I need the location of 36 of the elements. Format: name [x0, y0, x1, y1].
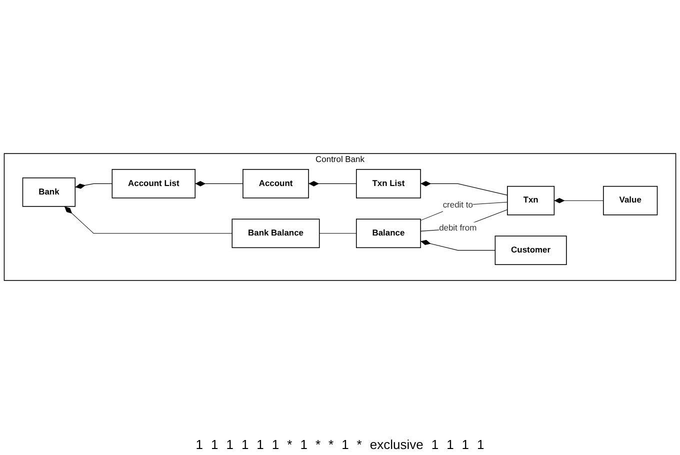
node-box: Txn	[507, 186, 555, 216]
multiplicity-label: *	[287, 437, 292, 452]
multiplicity-label: 1	[300, 437, 308, 452]
node-box: Bank Balance	[232, 218, 320, 248]
connector	[420, 240, 496, 251]
connector	[64, 206, 232, 234]
edge-label: debit from	[439, 224, 477, 233]
multiplicity-label: *	[356, 437, 362, 452]
multiplicity-label: *	[315, 437, 320, 452]
node-box: Customer	[494, 236, 567, 265]
multiplicity-label: 1	[196, 437, 203, 452]
multiplicity-label: exclusive	[370, 437, 424, 452]
node-box: Txn List	[356, 169, 421, 198]
connector	[194, 181, 244, 186]
multiplicity-label: 1	[256, 437, 264, 452]
connector	[319, 233, 357, 234]
connector	[74, 183, 112, 189]
multiplicity-label: 1	[431, 437, 439, 452]
multiplicity-label: 1	[226, 437, 234, 452]
connector	[420, 181, 508, 196]
node-box: Bank	[22, 177, 76, 207]
multiplicity-label: 1	[210, 437, 218, 452]
multiplicity-label: 1	[272, 437, 280, 452]
multiplicity-label: 1	[446, 437, 454, 452]
multiplicity-label: 1	[342, 437, 349, 452]
node-box: Account	[242, 169, 309, 198]
connector	[554, 198, 604, 204]
multiplicity-label: 1	[477, 437, 484, 452]
connector	[308, 181, 357, 186]
edge-label: credit to	[442, 200, 473, 210]
multiplicity-label: 1	[241, 437, 249, 452]
multiplicity-label: 1	[462, 437, 470, 452]
node-box: Value	[603, 186, 658, 216]
multiplicity-label: *	[328, 437, 334, 452]
node-box: Balance	[356, 218, 421, 248]
node-box: Account List	[112, 169, 196, 198]
